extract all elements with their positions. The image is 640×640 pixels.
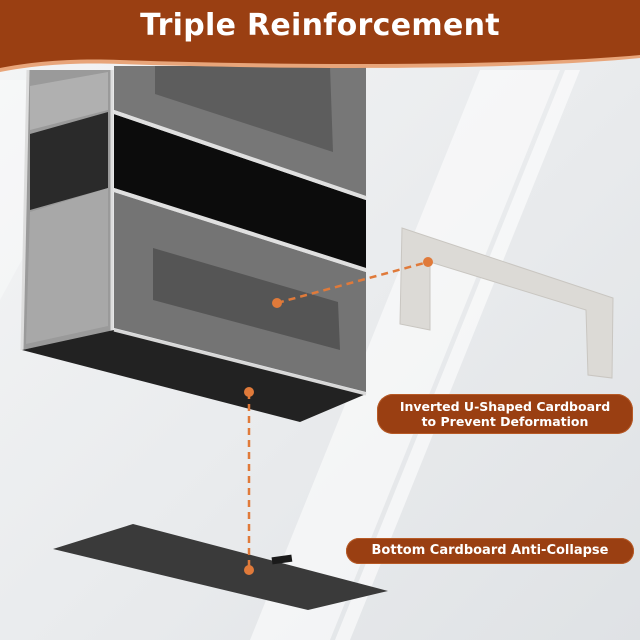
leader-line-u-shaped [272,257,433,308]
callout-u-shaped-cardboard: Inverted U-Shaped Cardboard to Prevent D… [377,394,633,434]
header-band [0,0,640,72]
page-title: Triple Reinforcement [140,8,500,43]
callout-line-2: to Prevent Deformation [421,414,589,429]
callout-line-1: Inverted U-Shaped Cardboard [399,399,611,414]
hanging-organizer-illustration [20,66,367,422]
u-shaped-cardboard-illustration [399,227,614,379]
leader-line-bottom [244,387,254,575]
bottom-cardboard-illustration [53,524,388,610]
callout-bottom-cardboard: Bottom Cardboard Anti-Collapse [346,538,634,564]
